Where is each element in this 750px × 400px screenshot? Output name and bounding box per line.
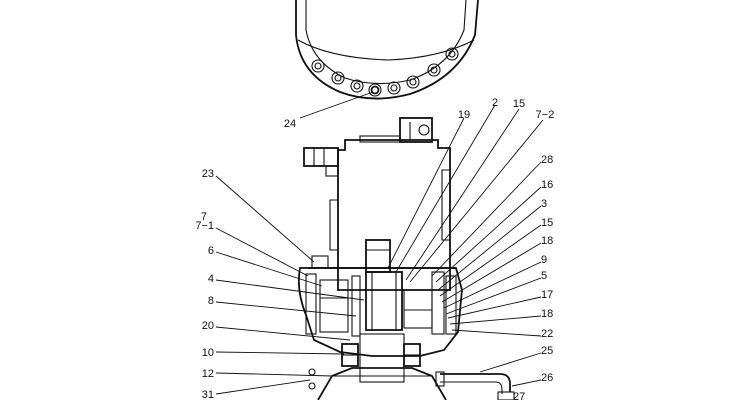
lower-bearing-shaft xyxy=(308,333,447,400)
callout-31: 31 xyxy=(202,389,214,400)
callout-25: 25 xyxy=(541,345,553,357)
leader-lines xyxy=(215,91,544,395)
motor-housing xyxy=(295,0,479,100)
valve-block xyxy=(303,117,451,291)
callout-7-2: 7−2 xyxy=(536,109,555,121)
callout-27: 27 xyxy=(513,391,525,400)
callout-labels: 24 19 2 15 7−2 28 16 3 15 18 9 5 17 18 2… xyxy=(195,97,554,400)
callout-5: 5 xyxy=(541,270,547,282)
callout-2: 2 xyxy=(492,97,498,109)
callout-20: 20 xyxy=(202,320,214,332)
callout-16: 16 xyxy=(541,179,553,191)
callout-18-upper: 18 xyxy=(541,235,553,247)
hose-assembly xyxy=(435,371,515,400)
callout-10: 10 xyxy=(202,347,214,359)
callout-6: 6 xyxy=(208,245,214,257)
callout-18-lower: 18 xyxy=(541,308,553,320)
callout-12: 12 xyxy=(202,368,214,380)
callout-15-top: 15 xyxy=(513,98,525,110)
callout-7: 7 xyxy=(201,211,207,223)
callout-3: 3 xyxy=(541,198,547,210)
callout-23: 23 xyxy=(202,168,214,180)
callout-15-right: 15 xyxy=(541,217,553,229)
callout-26: 26 xyxy=(541,372,553,384)
callout-22: 22 xyxy=(541,328,553,340)
callout-17: 17 xyxy=(541,289,553,301)
callout-28: 28 xyxy=(541,154,553,166)
callout-9: 9 xyxy=(541,254,547,266)
callout-24: 24 xyxy=(284,118,296,130)
callout-8: 8 xyxy=(208,295,214,307)
callout-4: 4 xyxy=(208,273,214,285)
callout-7-1: 7−1 xyxy=(195,220,214,232)
housing-bolt-holes xyxy=(311,47,459,97)
gear-case xyxy=(297,255,463,357)
callout-19: 19 xyxy=(458,109,470,121)
